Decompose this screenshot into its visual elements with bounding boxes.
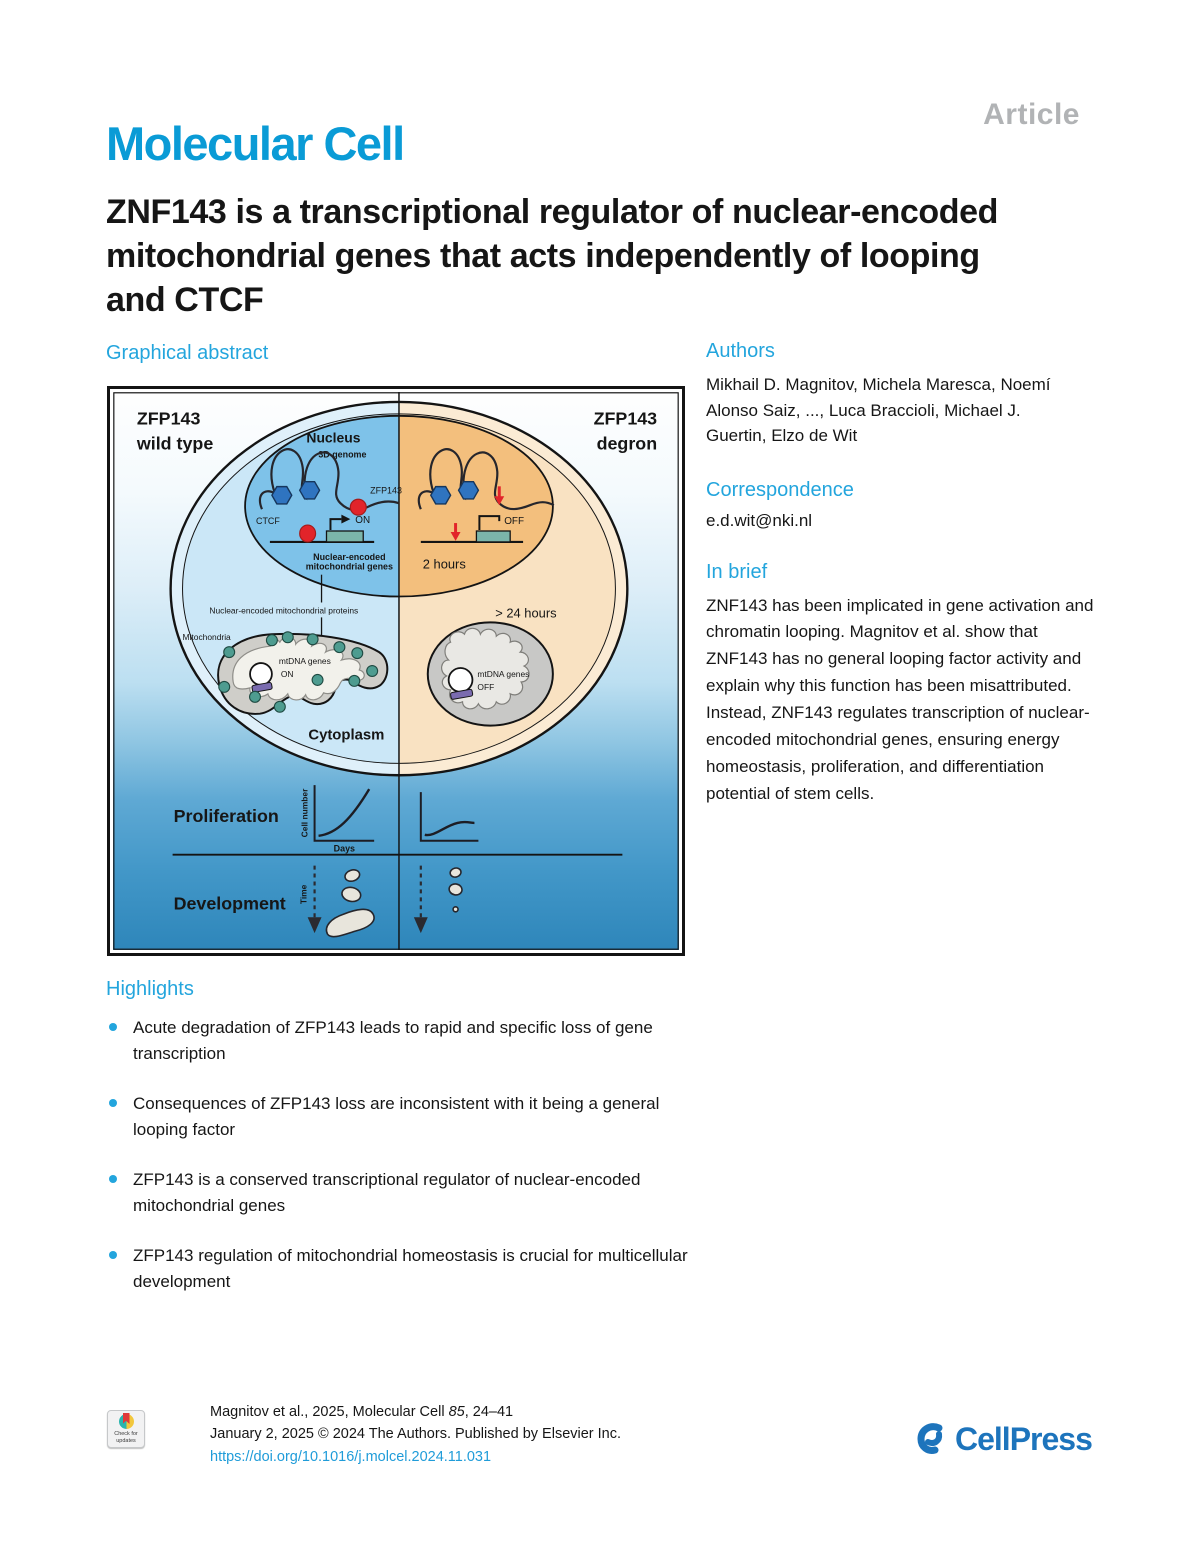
bullet-icon (109, 1099, 117, 1107)
citation-block: Magnitov et al., 2025, Molecular Cell 85… (210, 1401, 621, 1468)
ctcf-hexagon (298, 480, 321, 500)
nucleus-right (398, 414, 554, 598)
mitochondria-label: Mitochondria (183, 632, 232, 642)
over-24-hours-label: > 24 hours (495, 605, 556, 620)
zfp143-protein (349, 498, 367, 516)
mito-protein-dots (218, 631, 379, 713)
cellpress-logo: CellPress (912, 1420, 1093, 1458)
mitochondrion-active: mtDNA genes ON (217, 631, 389, 715)
time-arrow-wt: Time (299, 865, 322, 934)
panel-left-title: ZFP143 (137, 409, 201, 429)
cellpress-wordmark: CellPress (955, 1420, 1093, 1457)
nucleus-label: Nucleus (306, 430, 360, 446)
proliferation-row: Proliferation Cell number Days (174, 785, 479, 854)
check-updates-badge[interactable]: Check for updates (107, 1410, 145, 1448)
development-label: Development (174, 893, 286, 913)
bullet-icon (109, 1175, 117, 1183)
panel-right-subtitle: degron (597, 434, 658, 454)
ctcf-hexagon (457, 480, 480, 500)
ctcf-hexagon (429, 485, 452, 505)
graphical-abstract-figure: ZFP143 wild type ZFP143 degron Nucleus 3… (107, 386, 685, 956)
bullet-icon (109, 1251, 117, 1259)
correspondence-heading: Correspondence (706, 478, 854, 501)
in-brief-heading: In brief (706, 560, 768, 583)
gene-box (475, 530, 511, 543)
proliferation-label: Proliferation (174, 806, 279, 826)
journal-logo: Molecular Cell (106, 117, 405, 170)
mtdna-genes-label: mtDNA genes (477, 669, 529, 679)
panel-right-title: ZFP143 (594, 409, 658, 429)
highlight-item: ZFP143 is a conserved transcriptional re… (106, 1167, 706, 1218)
highlights-heading: Highlights (106, 978, 194, 1000)
highlight-item: ZFP143 regulation of mitochondrial homeo… (106, 1243, 706, 1294)
transcription-arrow (341, 514, 351, 524)
dna-loops-right (417, 448, 555, 511)
graphical-abstract-svg: ZFP143 wild type ZFP143 degron Nucleus 3… (113, 392, 679, 950)
doi-link[interactable]: https://doi.org/10.1016/j.molcel.2024.11… (210, 1448, 492, 1465)
days-axis-label: Days (334, 844, 355, 854)
mtdna-circle (447, 667, 474, 693)
cytoplasm-label: Cytoplasm (308, 728, 384, 744)
mtdna-circle (249, 662, 273, 686)
mt-ribosome (251, 682, 273, 693)
publication-date-line: January 2, 2025 © 2024 The Authors. Publ… (210, 1426, 622, 1443)
paper-title: ZNF143 is a transcriptional regulator of… (106, 193, 999, 320)
check-updates-text: Check for updates (114, 1431, 138, 1444)
mtdna-on-label: ON (281, 669, 294, 679)
dna-loops-left: CTCF ZFP143 (256, 448, 402, 526)
authors-names: Mikhail D. Magnitov, Michela Maresca, No… (706, 375, 1051, 445)
proliferation-chart-degron (419, 792, 479, 842)
embryo-stages-wt (325, 869, 375, 938)
embryo-stages-degron (448, 867, 463, 913)
ctcf-hexagon (271, 485, 293, 505)
cellpress-icon (917, 1423, 943, 1454)
mitochondrion-inactive: > 24 hours mtDNA genes OFF (426, 605, 557, 727)
authors-heading: Authors (706, 340, 775, 362)
crossmark-icon (118, 1413, 134, 1429)
blocked-transcription-symbol (478, 515, 501, 531)
bullet-icon (109, 1023, 117, 1031)
proliferation-chart-wt (313, 785, 375, 842)
time-axis-label: Time (299, 884, 309, 904)
citation-line: Magnitov et al., 2025, Molecular Cell 85… (210, 1404, 514, 1420)
nucleus-left (244, 414, 399, 598)
panel-left-subtitle: wild type (136, 434, 213, 454)
article-type-label: Article (983, 98, 1080, 131)
gene-off-diagram: OFF 2 hours (420, 515, 524, 572)
highlight-item: Acute degradation of ZFP143 leads to rap… (106, 1015, 706, 1066)
correspondence-email: e.d.wit@nki.nl (706, 510, 813, 530)
nuclear-genes-label: mitochondrial genes (306, 562, 393, 572)
highlights-section: Highlights Acute degradation of ZFP143 l… (106, 978, 706, 1319)
summary-column: Authors Mikhail D. Magnitov, Michela Mar… (706, 340, 1098, 807)
graphical-abstract-heading: Graphical abstract (106, 342, 269, 364)
gene-on-diagram: ON Nuclear-encoded mitochondrial genes (269, 514, 393, 572)
nuclear-proteins-label: Nuclear-encoded mitochondrial proteins (209, 605, 358, 615)
cell-number-axis-label: Cell number (300, 788, 310, 837)
zfp143-protein (299, 524, 317, 543)
genome-3d-label: 3D genome (318, 450, 366, 460)
gene-off-label: OFF (504, 516, 524, 527)
two-hours-label: 2 hours (423, 557, 466, 572)
highlight-item: Consequences of ZFP143 loss are inconsis… (106, 1091, 706, 1142)
zfp143-label: ZFP143 (370, 485, 402, 495)
highlights-list: Acute degradation of ZFP143 leads to rap… (106, 1015, 706, 1294)
mtdna-genes-label: mtDNA genes (279, 656, 331, 666)
in-brief-text: ZNF143 has been implicated in gene activ… (706, 595, 1094, 803)
nuclear-genes-label: Nuclear-encoded (313, 552, 385, 562)
gene-on-label: ON (355, 515, 370, 526)
time-arrow-degron (413, 865, 428, 934)
development-row: Development Time (174, 865, 463, 938)
gene-box (325, 530, 364, 543)
ctcf-label: CTCF (256, 516, 280, 526)
mtdna-off-label: OFF (477, 682, 494, 692)
mt-ribosome (450, 688, 474, 700)
